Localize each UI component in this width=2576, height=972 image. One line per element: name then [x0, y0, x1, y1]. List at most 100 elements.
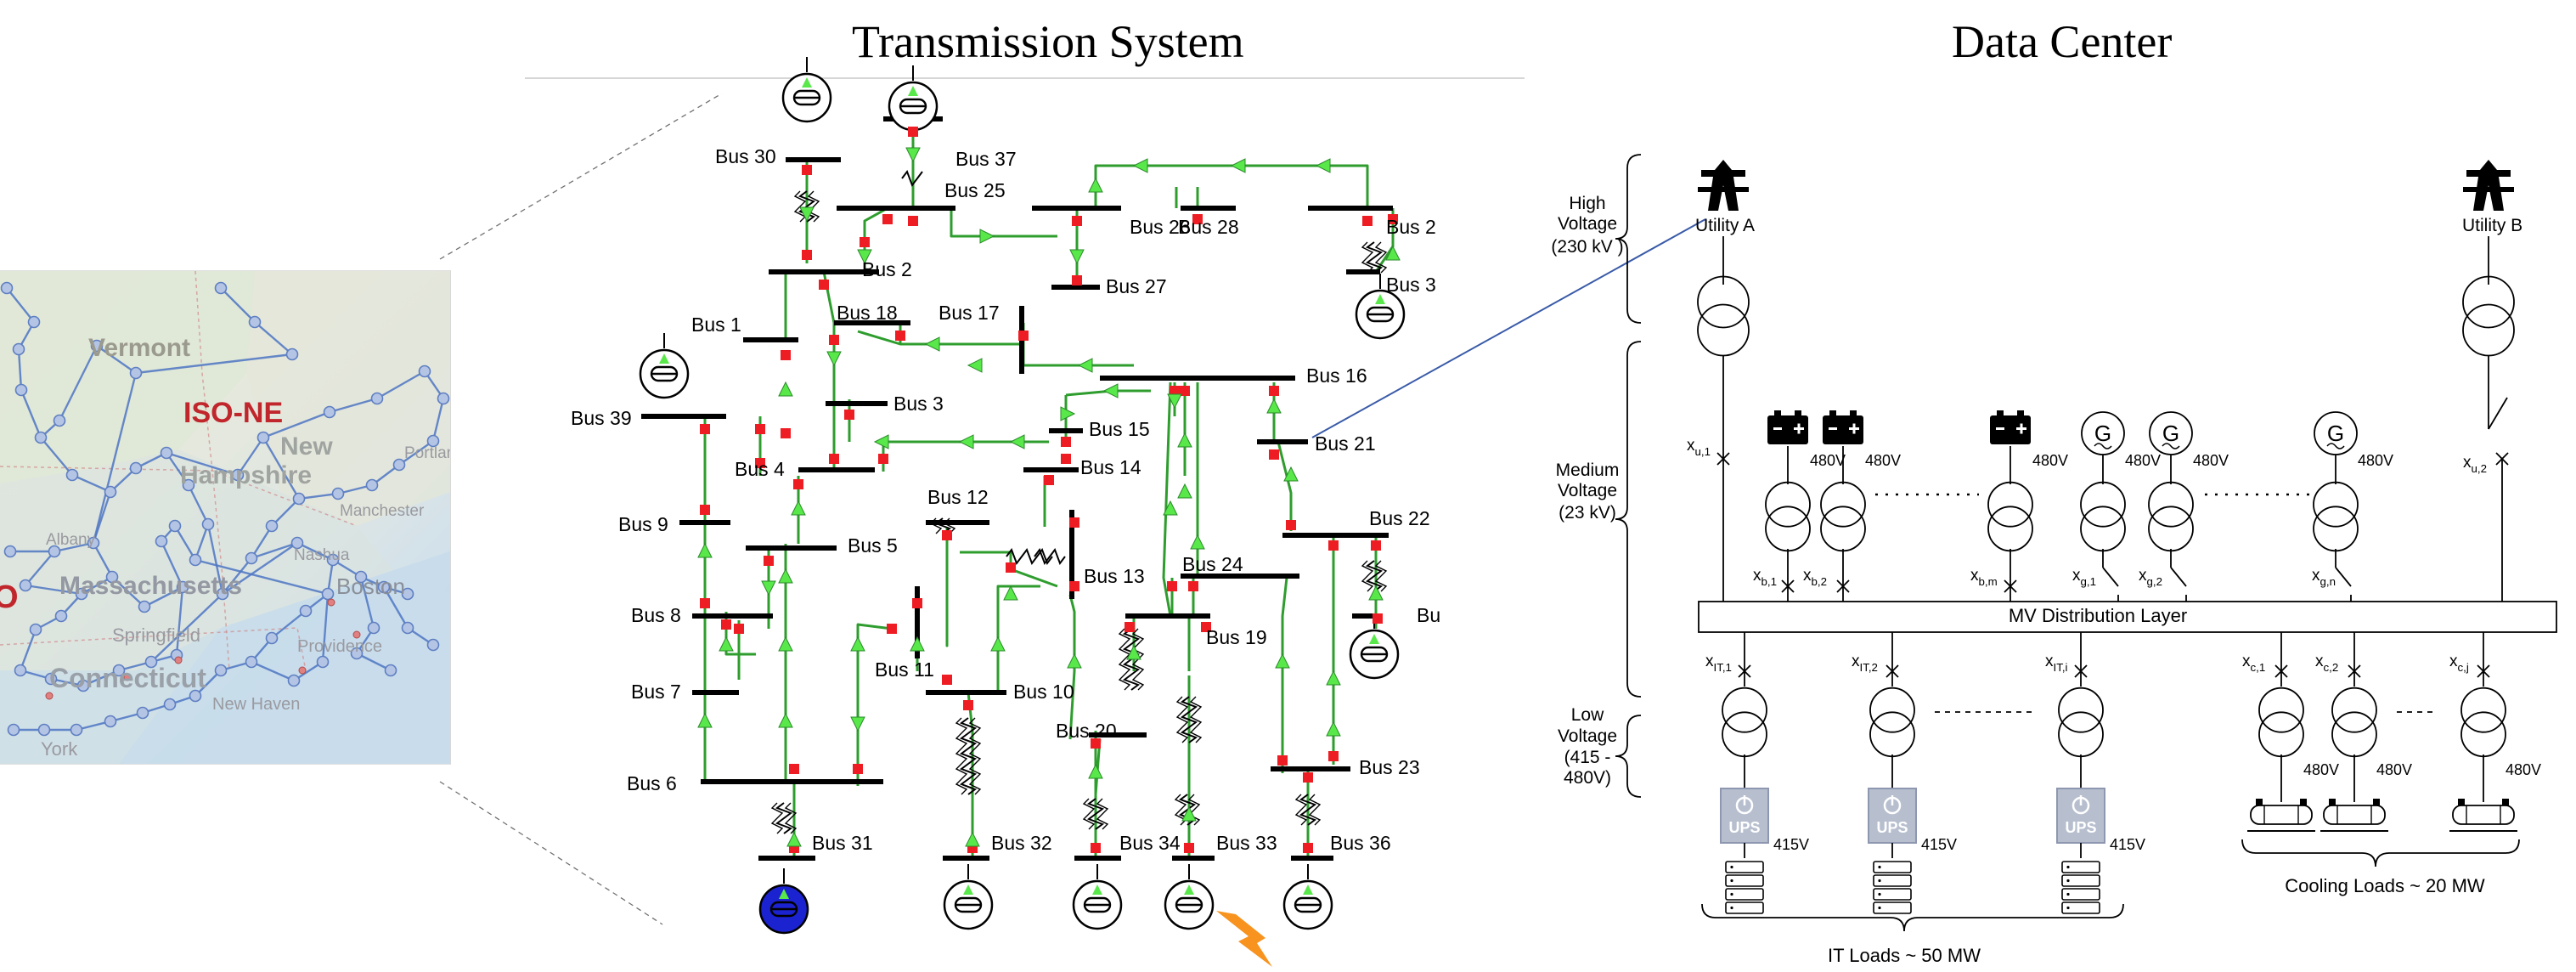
map-substation: [182, 478, 195, 492]
battery-terminal: [1829, 410, 1836, 415]
map-substation: [87, 536, 100, 550]
volt-label-480: 480V: [2193, 452, 2229, 469]
breaker-label-xit2: xIT,2: [1852, 653, 1878, 674]
bus-label: Bus 34: [1119, 832, 1181, 854]
transformer-icon: [2462, 275, 2515, 329]
transformer-coil: [1374, 241, 1388, 274]
map-transmission-line: [173, 525, 197, 561]
voltage-level-low-value: (415 -: [1564, 748, 1611, 767]
breaker-x-icon: [1781, 579, 1795, 593]
map-transmission-line: [25, 584, 82, 596]
breaker-marker: [942, 675, 952, 685]
breaker-marker: [781, 350, 791, 360]
it-loads-brace: [1701, 903, 2124, 932]
breaker-marker: [942, 530, 952, 540]
breaker-marker: [895, 331, 905, 341]
map-transmission-line: [251, 660, 295, 682]
flow-arrow: [1177, 432, 1192, 448]
map-substation: [29, 623, 42, 636]
breaker-marker: [802, 165, 812, 175]
map-substation: [214, 281, 228, 295]
breaker-x-icon: [2477, 664, 2490, 678]
map-substation: [176, 580, 189, 594]
breaker-marker: [1091, 843, 1101, 853]
generator-arrow: [779, 889, 789, 899]
flow-arrow: [778, 381, 793, 397]
map-transmission-line: [262, 437, 301, 500]
cooling-unit-body: [2250, 805, 2313, 825]
map-substation: [245, 551, 258, 565]
generator-wave: [2094, 443, 2112, 449]
flow-arrow: [1230, 158, 1246, 173]
flow-arrow: [1009, 434, 1025, 449]
cooling-unit-fan: [2373, 799, 2380, 805]
mv-distribution-layer-label: MV Distribution Layer: [2009, 605, 2187, 626]
generator-arrow: [1375, 294, 1385, 304]
breaker-marker: [963, 700, 973, 710]
map-substation: [105, 570, 119, 584]
map-substation: [316, 655, 330, 669]
map-label-york: York: [41, 738, 78, 760]
transformer-coil: [798, 190, 816, 223]
battery-terminal: [1997, 410, 2004, 415]
server-led: [1730, 879, 1733, 883]
battery-icon: [1823, 410, 1863, 444]
flow-arrow: [1177, 483, 1192, 499]
breaker-marker: [860, 237, 870, 247]
volt-label-415: 415V: [2110, 836, 2145, 853]
map-substation: [14, 664, 27, 677]
map-substation: [19, 579, 32, 592]
transformer-icon: [2462, 303, 2515, 357]
flow-arrow: [910, 636, 925, 652]
map-substation: [189, 553, 202, 567]
breaker-marker: [882, 214, 893, 224]
flow-arrow: [958, 434, 974, 449]
breaker-x-icon: [2495, 452, 2509, 466]
map-substation: [34, 431, 48, 444]
volt-label-480: 480V: [2506, 761, 2541, 778]
transformer-icon: [1722, 687, 1767, 733]
bus-label: Bus 18: [837, 302, 898, 324]
bus-label: Bus 12: [927, 486, 989, 508]
tower-arm: [1698, 187, 1749, 192]
voltage-brace: [1615, 715, 1642, 798]
bus-label: Bus 17: [939, 302, 1000, 324]
map-substation: [299, 604, 313, 618]
map-substation: [7, 723, 20, 737]
map-transmission-line: [96, 345, 137, 374]
flow-arrow: [786, 831, 802, 847]
flow-arrow: [1326, 670, 1341, 686]
map-substation: [90, 339, 104, 353]
map-transmission-line: [271, 610, 307, 639]
map-substation: [136, 706, 149, 720]
map-transmission-line: [20, 389, 42, 438]
map-substation: [256, 431, 270, 444]
map-transmission-line: [150, 593, 223, 663]
map-transmission-line: [25, 551, 55, 586]
flow-arrow: [905, 147, 921, 163]
map-substation: [3, 545, 17, 558]
grid-line: [1068, 594, 1076, 740]
transformer-coil: [968, 717, 982, 795]
bus-label: Bus 15: [1089, 418, 1150, 440]
utility-a-label: Utility A: [1695, 216, 1755, 235]
map-transmission-line: [71, 473, 111, 494]
transformer-coil: [1180, 696, 1198, 743]
map-label-springfield: Springfield: [112, 624, 200, 646]
grid-line: [996, 585, 1040, 692]
generator-wave: [2326, 443, 2345, 449]
map-substation: [12, 342, 25, 356]
transformer-icon: [2058, 711, 2104, 758]
transformer-coil: [1086, 798, 1105, 830]
map-plant-marker: [298, 666, 307, 675]
generator-label: G: [2327, 421, 2344, 446]
breaker-marker: [1269, 449, 1279, 460]
transformer-icon: [2148, 506, 2194, 552]
grid-line: [1281, 577, 1288, 773]
map-plant-marker: [352, 630, 361, 639]
transformer-coil: [901, 169, 923, 188]
server-rack-icon: [1725, 861, 1764, 914]
cooling-loads-label: Cooling Loads ~ 20 MW: [2285, 875, 2485, 896]
map-substation: [160, 446, 173, 460]
